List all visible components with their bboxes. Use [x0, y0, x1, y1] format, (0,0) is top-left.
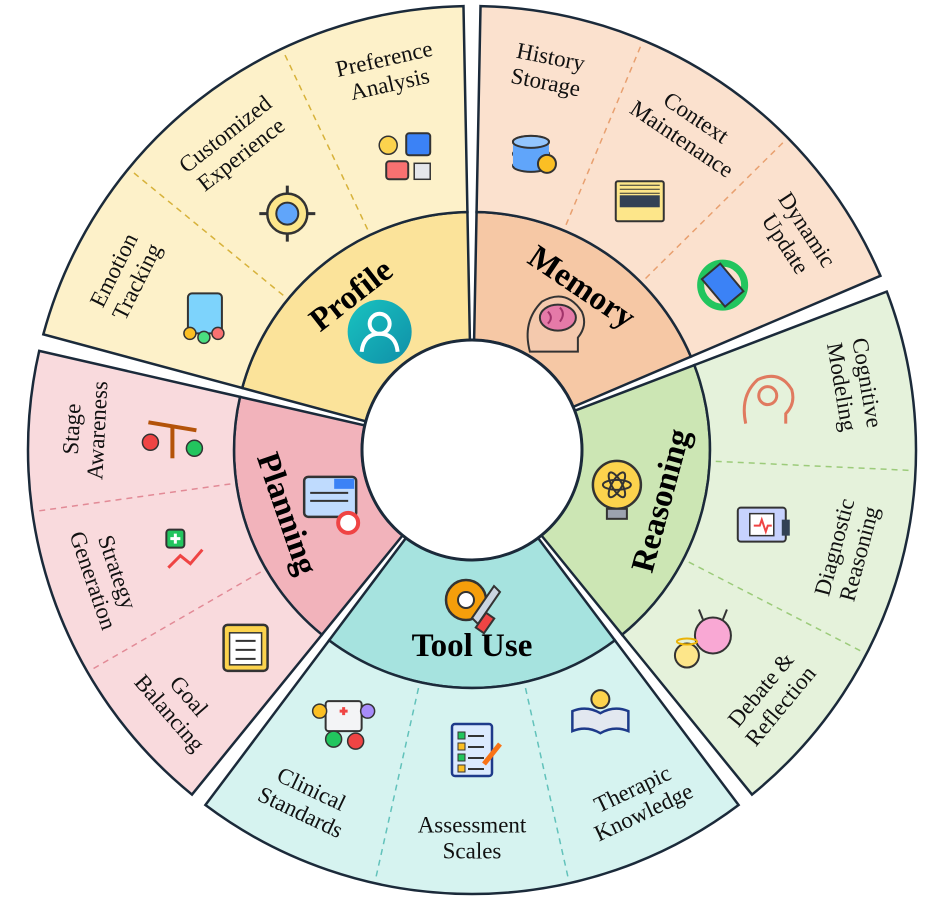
sub-label-planning-2-line: Awareness	[82, 380, 112, 480]
checklist-clipboard-icon	[450, 722, 502, 778]
sub-label-tool-use-1-line: Scales	[443, 838, 502, 863]
user-circle-icon	[347, 299, 412, 364]
clinical-team-icon	[311, 700, 376, 750]
section-planning-outer-ring	[26, 349, 324, 797]
section-reasoning-outer-ring	[620, 289, 918, 797]
section-planning-outer	[26, 349, 324, 797]
clipboard-plan-icon	[222, 623, 269, 673]
diagnosis-screen-icon	[736, 506, 790, 543]
head-gears-icon	[742, 374, 795, 424]
open-book-icon	[571, 689, 630, 735]
gear-wrench-icon	[444, 578, 502, 635]
brain-head-icon	[526, 295, 586, 353]
section-reasoning-outer	[620, 289, 918, 797]
section-profile-outer	[41, 4, 469, 390]
sub-label-planning-2-line: Stage	[58, 403, 86, 455]
like-chat-icon	[378, 132, 432, 181]
emotion-tablet-icon	[183, 292, 225, 345]
section-memory-outer-ring	[475, 4, 883, 359]
database-icon	[511, 134, 557, 174]
update-cycle-icon	[697, 259, 749, 311]
strategy-steps-icon	[165, 528, 204, 569]
section-title-tool-use: Tool Use	[412, 628, 533, 664]
lightbulb-atom-icon	[591, 459, 643, 520]
center-hub	[360, 338, 584, 562]
section-memory-outer	[475, 4, 883, 359]
context-doc-icon	[614, 180, 665, 223]
balance-scale-icon	[141, 420, 204, 459]
section-profile-outer-ring	[41, 4, 469, 390]
plan-board-icon	[302, 475, 361, 535]
sub-label-tool-use-1-line: Assessment	[418, 813, 527, 838]
target-user-icon	[259, 185, 316, 242]
devil-angel-icon	[673, 609, 732, 669]
